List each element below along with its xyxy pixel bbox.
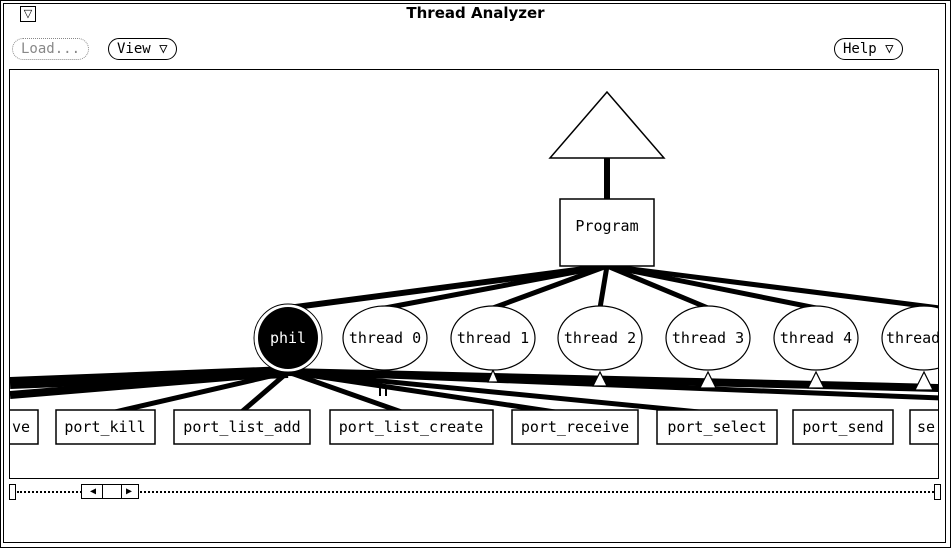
function-node-port-list-create[interactable]: port_list_create (329, 409, 494, 445)
help-menu-button[interactable]: Help ▽ (834, 38, 903, 60)
view-menu-button[interactable]: View ▽ (108, 38, 177, 60)
thread-label-0: thread 0 (349, 329, 421, 347)
scrollbar-grip[interactable] (102, 485, 122, 498)
thread-node-0[interactable]: thread 0 (342, 305, 428, 371)
thread-node-1[interactable]: thread 1 (450, 305, 536, 371)
thread-subtree-triangles (487, 368, 934, 391)
function-node-port-receive[interactable]: port_receive (511, 409, 639, 445)
thread-node-3[interactable]: thread 3 (665, 305, 751, 371)
scroll-right-arrow-icon[interactable]: ▶ (125, 486, 133, 497)
function-label-port-select: port_select (667, 418, 766, 436)
function-node-port-list-add[interactable]: port_list_add (173, 409, 311, 445)
function-node-ve[interactable]: ve (10, 409, 39, 445)
thread-label-3: thread 3 (672, 329, 744, 347)
thread-label-2: thread 2 (564, 329, 636, 347)
function-label-port-kill: port_kill (64, 418, 145, 436)
program-node-label: Program (575, 217, 638, 235)
thread-label-phil: phil (270, 329, 306, 347)
thread-node-2[interactable]: thread 2 (557, 305, 643, 371)
scrollbar-left-cap[interactable] (9, 484, 16, 500)
function-label-port-send: port_send (802, 418, 883, 436)
horizontal-scrollbar[interactable]: ◀ ▶ (9, 484, 941, 500)
function-label-port-list-create: port_list_create (339, 418, 484, 436)
window-title: Thread Analyzer (406, 4, 545, 22)
thread-node-4[interactable]: thread 4 (773, 305, 859, 371)
phil-edges (10, 366, 938, 418)
scrollbar-right-cap[interactable] (934, 484, 941, 500)
thread-node-phil[interactable]: phil (253, 303, 323, 373)
program-node[interactable] (559, 198, 655, 267)
function-label-port-list-add: port_list_add (183, 418, 300, 436)
collapsed-parent-triangle[interactable] (548, 90, 666, 159)
thread-node-5[interactable]: thread 5 (881, 305, 939, 371)
function-label-se: se (917, 418, 935, 436)
scrollbar-thumb[interactable]: ◀ ▶ (81, 484, 139, 499)
thread-label-4: thread 4 (780, 329, 852, 347)
function-node-port-kill[interactable]: port_kill (55, 409, 156, 445)
function-node-port-select[interactable]: port_select (656, 409, 778, 445)
thread-label-1: thread 1 (457, 329, 529, 347)
function-label-ve: ve (12, 418, 30, 436)
window-menu-button[interactable]: ▽ (20, 6, 36, 22)
function-label-port-receive: port_receive (521, 418, 629, 436)
function-node-se[interactable]: se (909, 409, 939, 445)
function-node-port-send[interactable]: port_send (792, 409, 894, 445)
load-button[interactable]: Load... (12, 38, 90, 60)
tree-canvas[interactable]: Program phil thread 0 thread 1 thread 2 … (9, 69, 939, 479)
scroll-left-arrow-icon[interactable]: ◀ (89, 486, 97, 497)
program-edges (287, 263, 938, 311)
window-border (3, 3, 946, 543)
thread-label-5: thread 5 (886, 329, 939, 347)
scrollbar-track[interactable] (17, 491, 937, 493)
